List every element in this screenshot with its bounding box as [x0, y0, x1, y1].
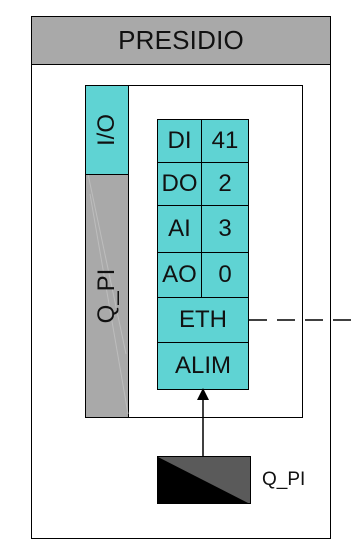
power-supply-device	[157, 456, 251, 504]
io-count-cell: 2	[201, 162, 249, 206]
io-count-value: 0	[218, 261, 232, 288]
io-type-label: DI	[167, 127, 192, 154]
station-header: PRESIDIO	[31, 16, 331, 65]
eth-port-cell: ETH	[157, 297, 249, 343]
io-type-label: DO	[161, 170, 198, 197]
station-title: PRESIDIO	[118, 25, 244, 55]
eth-port-label: ETH	[179, 306, 227, 333]
alim-cell: ALIM	[157, 342, 249, 390]
io-tab: I/O	[85, 85, 129, 175]
io-count-value: 3	[218, 215, 232, 242]
device-symbol	[158, 457, 250, 503]
alim-label: ALIM	[174, 352, 231, 379]
sidebar-diagonal-lines	[87, 174, 129, 415]
io-count-cell: 3	[201, 205, 249, 253]
io-type-label: AI	[168, 215, 191, 242]
io-type-label: AO	[162, 261, 197, 288]
device-label: Q_PI	[262, 469, 306, 490]
io-type-cell: AI	[157, 205, 202, 253]
module-sidebar: Q_PI	[85, 173, 129, 418]
io-count-value: 2	[218, 170, 232, 197]
io-count-value: 41	[211, 127, 239, 154]
